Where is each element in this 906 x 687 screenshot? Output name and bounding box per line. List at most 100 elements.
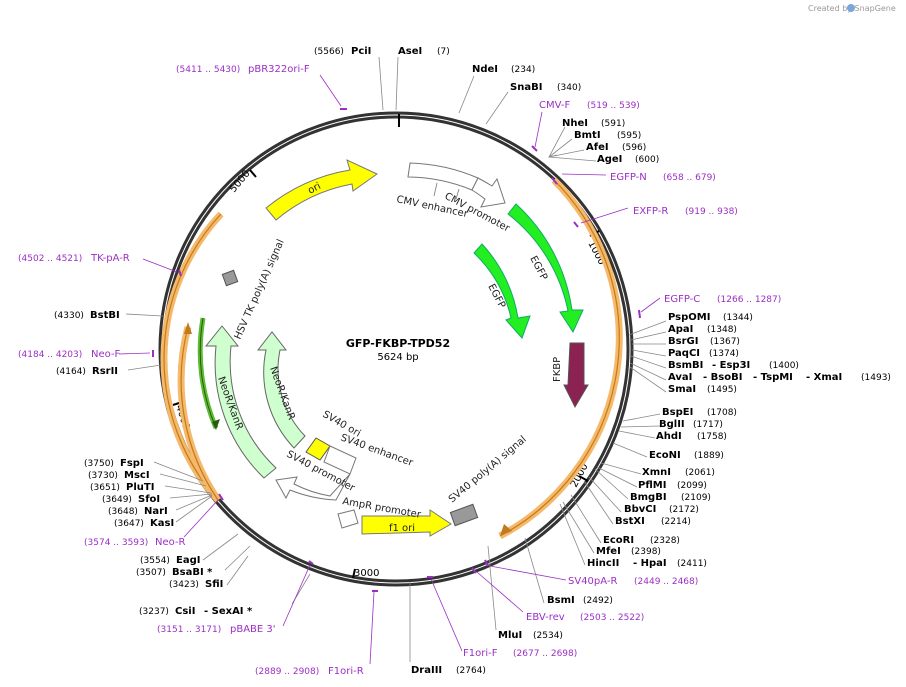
feature-sv40-polya (449, 503, 479, 527)
enzyme-pos: (3507) (136, 568, 166, 578)
feature-cmv-enhancer (407, 162, 479, 191)
feature-label-egfp-outer: EGFP (527, 254, 549, 282)
enzyme-pos: (2061) (685, 468, 715, 478)
feature-f1-ori (361, 509, 452, 537)
enzyme-pos: (5566) (314, 47, 344, 57)
primer-labels: (5411 .. 5430) pBR322ori-F CMV-F (519 ..… (18, 64, 781, 677)
enzyme-name: - XmaI (806, 372, 842, 383)
enzyme-name: BsrGI (668, 336, 698, 347)
primer-name: F1ori-R (328, 666, 364, 677)
enzyme-pos: (3554) (140, 556, 170, 566)
enzyme-name: PflMI (638, 480, 666, 491)
enzyme-pos: (600) (635, 155, 659, 165)
primer-range: (2889 .. 2908) (255, 667, 319, 677)
enzyme-pos: (1367) (710, 337, 740, 347)
enzyme-name: SmaI (668, 384, 696, 395)
primer-range: (4502 .. 4521) (18, 254, 82, 264)
primer-name: Neo-F (91, 349, 121, 360)
feature-fkbp (563, 342, 589, 409)
primer-name: EXFP-R (633, 206, 668, 217)
enzyme-name: EcoRI (603, 535, 634, 546)
primer-name: TK-pA-R (90, 253, 130, 264)
enzyme-name: BbvCI (624, 504, 656, 515)
primer-range: (3151 .. 3171) (157, 625, 221, 635)
enzyme-pos: (4330) (54, 311, 84, 321)
feature-egfp-inner (473, 243, 531, 339)
enzyme-pos: (3237) (139, 607, 169, 617)
enzyme-name: AgeI (597, 154, 622, 165)
enzyme-name: ApaI (668, 324, 693, 335)
enzyme-name: BsaBI * (172, 567, 213, 578)
enzyme-pos: (1400) (769, 361, 799, 371)
enzyme-name: SfiI (205, 579, 223, 590)
enzyme-pos: (2099) (677, 481, 707, 491)
enzyme-name: SnaBI (510, 82, 542, 93)
enzyme-pos: (7) (437, 47, 450, 57)
orf-neo-inner-arc (197, 317, 219, 429)
feature-label-fkbp: FKBP (552, 357, 563, 382)
enzyme-name: BspEI (662, 407, 693, 418)
primer-range: (519 .. 539) (587, 101, 640, 111)
primer-name: CMV-F (539, 100, 570, 111)
enzyme-name: - TspMI (753, 372, 793, 383)
enzyme-pos: (595) (617, 131, 641, 141)
enzyme-name: BmgBI (630, 492, 667, 503)
enzyme-name: XmnI (642, 467, 671, 478)
primer-name: pBABE 3' (230, 624, 276, 635)
enzyme-pos: (4164) (56, 367, 86, 377)
primer-leader-lines (118, 74, 661, 665)
feature-label-ori: ori (306, 181, 323, 197)
enzyme-name: PaqCI (668, 348, 700, 359)
primer-name: F1ori-F (463, 648, 498, 659)
enzyme-pos: (2328) (650, 536, 680, 546)
enzyme-name: MfeI (596, 546, 621, 557)
enzyme-name: RsrII (92, 366, 118, 377)
enzyme-pos: (2109) (681, 493, 711, 503)
enzyme-name: BglII (659, 419, 685, 430)
enzyme-pos: (2398) (631, 547, 661, 557)
feature-label-hsv-tk-polya: HSV TK poly(A) signal (233, 238, 287, 341)
enzyme-pos: (596) (622, 143, 646, 153)
enzyme-name: HincII (587, 558, 619, 569)
enzyme-pos: (2172) (669, 505, 699, 515)
feature-neor-inner (256, 331, 306, 449)
enzyme-name: PluTI (126, 482, 154, 493)
plasmid-length: 5624 bp (377, 352, 418, 363)
enzyme-pos: (1889) (694, 451, 724, 461)
enzyme-name: BsmI (547, 595, 575, 606)
enzyme-name: BmtI (574, 130, 601, 141)
tick-label-3000: 3000 (354, 568, 379, 579)
enzyme-name: - Esp3I (712, 360, 750, 371)
primer-name: EGFP-C (664, 294, 700, 305)
tick-5000 (249, 169, 257, 178)
feature-sv40-enhancer (323, 445, 357, 475)
enzyme-pos: (2764) (456, 666, 486, 676)
enzyme-name: BsmBI (668, 360, 703, 371)
primer-range: (919 .. 938) (685, 207, 738, 217)
plasmid-name: GFP-FKBP-TPD52 (346, 337, 450, 350)
primer-range: (2449 .. 2468) (634, 577, 698, 587)
enzyme-labels: (5566) PciI AseI (7) NdeI (234) SnaBI (3… (54, 46, 891, 676)
enzyme-name: BstBI (90, 310, 120, 321)
primer-range: (2503 .. 2522) (580, 613, 644, 623)
enzyme-name: AhdI (656, 431, 682, 442)
feature-ori (265, 159, 378, 221)
enzyme-name: MluI (498, 630, 522, 641)
primer-range: (1266 .. 1287) (717, 295, 781, 305)
enzyme-pos: (3423) (169, 580, 199, 590)
enzyme-pos: (3649) (102, 495, 132, 505)
orf-arcs (160, 177, 623, 540)
enzyme-name: AvaI (668, 372, 692, 383)
enzyme-pos: (2534) (533, 631, 563, 641)
enzyme-name: EcoNI (649, 450, 681, 461)
enzyme-pos: (1708) (707, 408, 737, 418)
enzyme-pos: (1758) (697, 432, 727, 442)
enzyme-name: - SexAI * (204, 606, 253, 617)
backbone-outer (158, 111, 634, 587)
enzyme-name: NarI (144, 506, 168, 517)
enzyme-pos: (1348) (707, 325, 737, 335)
primer-name: SV40pA-R (568, 576, 617, 587)
feature-egfp-outer (507, 203, 584, 334)
